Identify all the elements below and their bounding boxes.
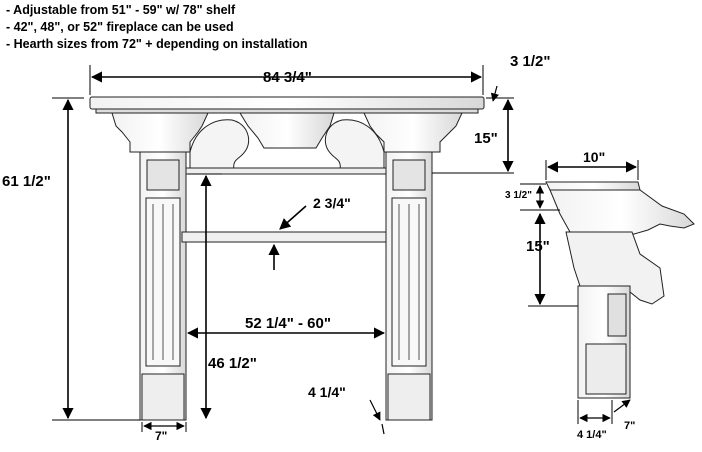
side-dim-corbel-height: 15" [526, 238, 550, 255]
dim-frieze-height: 15" [474, 130, 498, 147]
side-dim-shelf-thickness: 3 1/2" [505, 190, 532, 201]
left-pilaster-panel [146, 159, 180, 191]
lower-shelf [181, 231, 387, 243]
side-post-panel [607, 293, 627, 337]
right-plinth [387, 373, 431, 421]
side-cornice [549, 189, 695, 239]
right-scroll [324, 119, 385, 171]
dim-leg-depth: 4 1/4" [308, 384, 346, 400]
side-dim-base-depth: 4 1/4" [577, 429, 607, 441]
dim-opening-width: 52 1/4" - 60" [245, 315, 331, 332]
top-shelf [89, 96, 485, 110]
side-shelf [545, 181, 641, 191]
dim-leg-width: 7" [155, 429, 167, 443]
dim-opening-height: 46 1/2" [208, 355, 257, 372]
side-dimension-lines [520, 160, 639, 424]
spec-notes: - Adjustable from 51" - 59" w/ 78" shelf… [6, 2, 307, 53]
right-pilaster-panel [392, 159, 426, 191]
frieze [181, 167, 393, 175]
front-dimension-lines [52, 65, 514, 435]
side-dim-base-width: 7" [624, 420, 635, 432]
left-scroll [189, 119, 250, 171]
dim-shelf-thickness: 3 1/2" [510, 53, 550, 70]
note-adjustable: - Adjustable from 51" - 59" w/ 78" shelf [6, 3, 236, 17]
front-mantel [89, 96, 485, 421]
left-plinth [141, 373, 185, 421]
center-capital [239, 112, 335, 149]
dim-total-width: 84 3/4" [263, 69, 312, 86]
note-hearth: - Hearth sizes from 72" + depending on i… [6, 37, 308, 51]
dim-total-height: 61 1/2" [2, 173, 51, 190]
note-fireplace: - 42", 48", or 52" fireplace can be used [6, 20, 234, 34]
dim-lower-shelf: 2 3/4" [313, 195, 351, 211]
side-dim-shelf-depth: 10" [583, 149, 605, 165]
side-mantel [545, 181, 695, 399]
